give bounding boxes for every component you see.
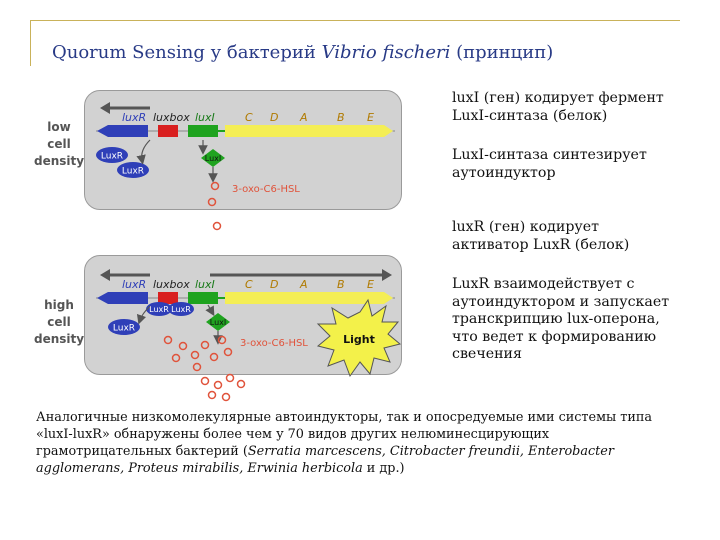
gene-label-luxbox-bottom: luxbox <box>153 278 190 291</box>
note-luxR-interaction: LuxR взаимодействует с аутоиндуктором и … <box>452 276 670 364</box>
gene-label-E-top: E <box>367 111 374 124</box>
gene-label-luxbox-top: luxbox <box>153 111 190 124</box>
autoinducer-molecule <box>214 223 221 230</box>
gene-label-B-top: B <box>337 111 345 124</box>
luxR-bound-label-1: LuxR <box>149 305 169 314</box>
autoinducer-molecule <box>212 183 219 190</box>
gene-label-luxR-bottom: luxR <box>122 278 146 291</box>
operon-top <box>225 125 393 137</box>
autoinducer-molecule <box>209 199 216 206</box>
autoinducer-label-top: 3-oxo-C6-HSL <box>232 184 300 195</box>
luxI-gene-bottom <box>188 292 218 304</box>
gene-label-luxR-top: luxR <box>122 111 146 124</box>
autoinducer-label-bottom: 3-oxo-C6-HSL <box>240 338 308 349</box>
luxR-gene-bottom <box>97 292 148 304</box>
luxR-gene-top <box>97 125 148 137</box>
luxI-protein-label-bottom: LuxI <box>210 318 226 327</box>
luxI-gene-top <box>188 125 218 137</box>
gene-label-luxI-top: luxI <box>195 111 215 124</box>
gene-label-A-top: A <box>299 111 308 124</box>
gene-label-A-bottom: A <box>299 278 308 291</box>
luxR-protein-label-bottom: LuxR <box>113 324 135 334</box>
footer-paragraph: Аналогичные низкомолекулярные автоиндукт… <box>36 409 686 477</box>
luxI-protein-label-top: LuxI <box>205 154 221 163</box>
light-label: Light <box>343 333 375 346</box>
gene-label-D-top: D <box>270 111 278 124</box>
luxbox-top <box>158 125 178 137</box>
gene-label-D-bottom: D <box>270 278 278 291</box>
gene-label-E-bottom: E <box>367 278 374 291</box>
gene-label-B-bottom: B <box>337 278 345 291</box>
gene-label-C-bottom: C <box>245 278 253 291</box>
gene-label-C-top: C <box>245 111 253 124</box>
note-luxI-synthase: LuxI-синтаза синтезирует аутоиндуктор <box>452 147 677 182</box>
luxR-protein-label-top-1: LuxR <box>101 152 123 162</box>
gene-label-luxI-bottom: luxI <box>195 278 215 291</box>
luxR-bound-label-2: LuxR <box>171 305 191 314</box>
note-luxR-gene: luxR (ген) кодирует активатор LuxR (бело… <box>452 219 667 254</box>
note-luxI-gene: luxI (ген) кодирует фермент LuxI-синтаза… <box>452 90 692 125</box>
luxR-protein-label-top-2: LuxR <box>122 167 144 177</box>
autoinducer-cluster <box>165 337 245 401</box>
